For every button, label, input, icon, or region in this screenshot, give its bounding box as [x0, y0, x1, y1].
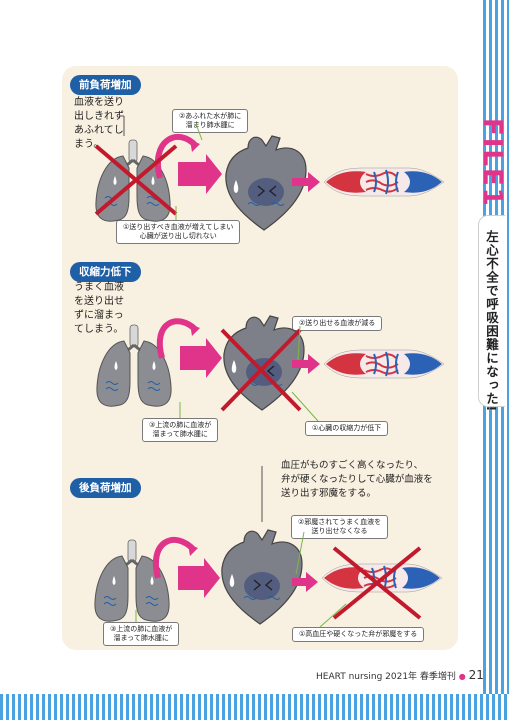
note-line: 血圧がものすごく高くなったり、: [281, 460, 424, 471]
callout-line: ③上流の肺に血液が: [110, 625, 173, 633]
callout-hypertension-valve: ①高血圧や硬くなった弁が邪魔をする: [292, 627, 425, 642]
file-label: FILE1: [477, 118, 507, 208]
note-line: てしまう。: [74, 324, 124, 335]
callout-line: ③上流の肺に血液が: [149, 421, 212, 429]
callout-upstream-lung: ③上流の肺に血液が 溜まって肺水腫に: [142, 418, 219, 442]
journal-name: HEART nursing 2021年 春季増刊: [316, 672, 456, 682]
note-line: 弁が硬くなったりして心臓が血液を: [281, 474, 433, 485]
note-line: 送り出す邪魔をする。: [281, 488, 377, 499]
bottom-stripe-border: [0, 694, 509, 720]
callout-line: 溜まって肺水腫に: [152, 430, 208, 438]
note-line: あふれてし: [74, 125, 124, 136]
section-note-afterload: 血圧がものすごく高くなったり、 弁が硬くなったりして心臓が血液を 送り出す邪魔を…: [281, 459, 433, 501]
side-tab-title: 左心不全で呼吸困難になった!: [484, 230, 499, 413]
callout-line: 送り出せなくなる: [311, 527, 368, 535]
callout-upstream-lung-2: ③上流の肺に血液が 溜まって肺水腫に: [103, 622, 180, 646]
callout-lung-edema: ②あふれた水が肺に 溜まり肺水腫に: [172, 109, 249, 133]
callout-line: 溜まって肺水腫に: [113, 634, 169, 642]
callout-line: ②あふれた水が肺に: [179, 112, 242, 120]
note-line: まう。: [74, 139, 104, 150]
callout-reduced-output: ②送り出せる血液が減る: [292, 316, 383, 331]
x-mark: [94, 144, 178, 216]
section-title-afterload: 後負荷増加: [70, 478, 141, 498]
note-line: ずに溜まっ: [74, 310, 124, 321]
callout-heart-overload: ①送り出すべき血液が増えてしまい 心臓が送り出し切れない: [116, 220, 241, 244]
callout-line: 溜まり肺水腫に: [185, 121, 235, 129]
note-line: を送り出せ: [74, 296, 124, 307]
callout-obstructed-output: ②邪魔されてうまく血液を 送り出せなくなる: [291, 515, 389, 539]
flow-arrow: [178, 154, 222, 194]
callout-line: 心臓が送り出し切れない: [139, 232, 217, 240]
section-title-preload: 前負荷増加: [70, 75, 141, 95]
callout-weak-contraction: ①心臓の収縮力が低下: [305, 421, 389, 436]
note-line: 出しきれず: [74, 111, 124, 122]
section-note-contractility: うまく血液 を送り出せ ずに溜まっ てしまう。: [74, 281, 124, 337]
note-line: 血液を送り: [74, 97, 124, 108]
callout-line: ②送り出せる血液が減る: [299, 319, 376, 327]
note-line: うまく血液: [74, 282, 124, 293]
callout-line: ②邪魔されてうまく血液を: [298, 518, 382, 526]
callout-line: ①高血圧や硬くなった弁が邪魔をする: [299, 630, 418, 638]
callout-line: ①心臓の収縮力が低下: [312, 424, 382, 432]
callout-line: ①送り出すべき血液が増えてしまい: [123, 223, 234, 231]
page-footer: HEART nursing 2021年 春季増刊 ● 21: [316, 668, 484, 682]
side-tab: [478, 215, 505, 407]
section-note-preload: 血液を送り 出しきれず あふれてし まう。: [74, 96, 124, 152]
page-number: 21: [468, 668, 484, 682]
section-title-contractility: 収縮力低下: [70, 262, 141, 282]
footer-bullet: ●: [458, 672, 466, 681]
